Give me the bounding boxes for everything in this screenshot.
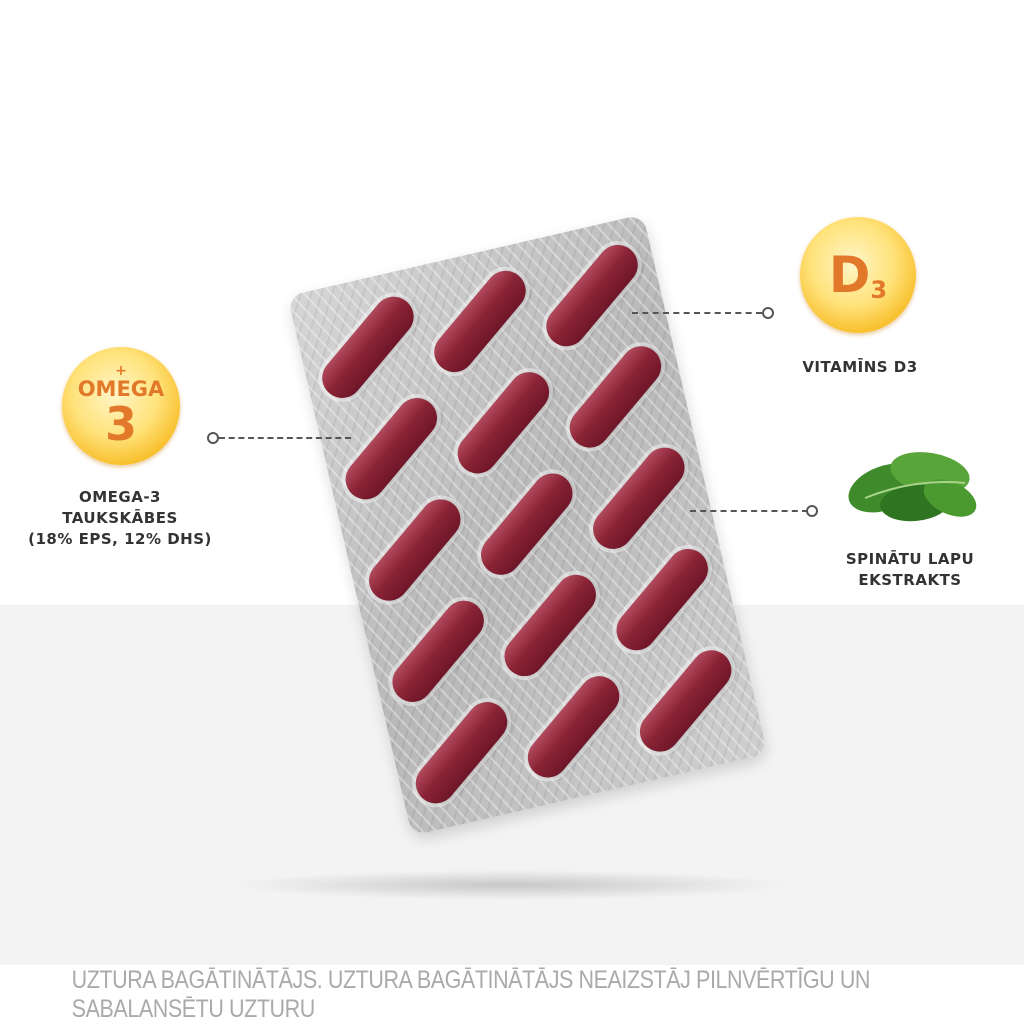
capsule <box>631 642 740 760</box>
label-line: SPINĀTU LAPU <box>845 550 975 568</box>
connector-dot <box>806 505 818 517</box>
capsule <box>561 338 670 456</box>
label-line: TAUKSKĀBES <box>62 509 178 527</box>
vitamin-d3-badge: D 3 <box>800 217 916 333</box>
label-line: OMEGA-3 <box>78 488 161 506</box>
capsule <box>314 288 422 407</box>
capsule <box>449 363 558 482</box>
capsule <box>360 491 469 609</box>
badge-omega-word: OMEGA <box>77 377 165 401</box>
capsule <box>337 389 446 508</box>
capsule <box>519 667 628 786</box>
capsule <box>426 262 534 381</box>
disclaimer-text: UZTURA BAGĀTINĀTĀJS. UZTURA BAGĀTINĀTĀJS… <box>71 965 953 1024</box>
badge-d-subscript: 3 <box>870 276 888 304</box>
capsule <box>538 236 646 355</box>
capsule <box>407 693 516 812</box>
capsule <box>584 439 693 558</box>
badge-omega-number: 3 <box>104 397 137 451</box>
badge-plus: + <box>115 363 127 379</box>
capsule <box>384 592 493 711</box>
spinach-label: SPINĀTU LAPU EKSTRAKTS <box>820 549 1000 591</box>
capsule <box>472 465 581 583</box>
label-line: EKSTRAKTS <box>858 571 962 589</box>
capsule <box>496 566 605 685</box>
omega-3-badge: + OMEGA 3 <box>62 347 180 465</box>
capsule <box>608 540 717 659</box>
vitamin-d3-label: VITAMĪNS D3 <box>802 358 918 376</box>
badge-d-letter: D <box>828 246 871 304</box>
spinach-connector-line <box>690 510 808 512</box>
omega-connector-line <box>219 437 351 439</box>
blister-shadow <box>230 870 790 900</box>
connector-dot <box>762 307 774 319</box>
d3-connector-line <box>632 312 762 314</box>
omega-3-label: OMEGA-3 TAUKSKĀBES (18% EPS, 12% DHS) <box>20 487 220 550</box>
spinach-leaves-icon <box>848 452 977 522</box>
connector-dot <box>207 432 219 444</box>
label-line: (18% EPS, 12% DHS) <box>28 530 212 548</box>
